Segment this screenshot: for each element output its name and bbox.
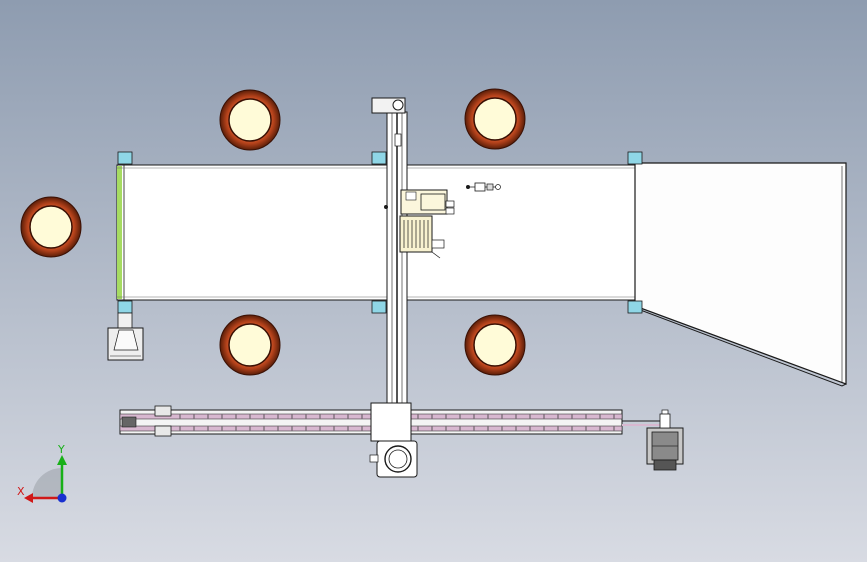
sensor-body — [474, 182, 486, 192]
belt-sensor[interactable] — [466, 182, 501, 192]
cup-top-left[interactable] — [219, 89, 281, 151]
sensor-nut — [486, 183, 494, 191]
rail-end-block — [121, 416, 137, 428]
rail-ticks — [179, 414, 615, 431]
axis-triad: X Y — [17, 443, 67, 503]
sensor-tip-icon — [466, 185, 470, 189]
gripper-cable — [431, 251, 441, 259]
gripper-side-tab — [445, 200, 455, 208]
rail-carriage[interactable] — [369, 402, 418, 478]
cyan-block — [117, 151, 133, 165]
belt-edge-green — [117, 166, 122, 299]
cup-bottom-left[interactable] — [219, 314, 281, 376]
axis-y-arrowhead — [57, 455, 67, 465]
cyan-block — [117, 300, 133, 314]
cup-bottom-right[interactable] — [464, 314, 526, 376]
mount-stem — [117, 312, 133, 330]
conveyor-panel — [116, 164, 636, 301]
axis-y-label: Y — [57, 443, 65, 456]
cup-left[interactable] — [20, 196, 82, 258]
gripper-fins — [403, 220, 429, 248]
gripper-jaw — [405, 191, 417, 201]
mount-bevel — [113, 329, 139, 351]
gripper-side-tab — [431, 239, 445, 249]
gripper-side-tab — [445, 207, 455, 215]
cup-top-right[interactable] — [464, 88, 526, 150]
axis-z-origin — [57, 493, 67, 503]
cyan-block — [371, 151, 387, 165]
axis-x-arrowhead — [24, 493, 33, 503]
cyan-block — [627, 151, 643, 165]
rail-end-clamp — [154, 405, 172, 417]
cyan-block — [371, 300, 387, 314]
axis-x-label: X — [17, 485, 25, 498]
cyan-block — [627, 300, 643, 314]
gripper-block — [420, 193, 446, 211]
carriage-plate — [370, 402, 412, 442]
gripper-pin-icon — [384, 205, 388, 209]
discharge-chute[interactable] — [634, 162, 847, 387]
corner-blocks — [117, 151, 643, 314]
gantry-pulley-icon — [392, 99, 404, 111]
rail-end-clamp — [154, 425, 172, 437]
axis-quadrant — [32, 468, 62, 498]
carriage-connector — [369, 454, 379, 463]
gripper-head[interactable] — [384, 189, 455, 259]
gantry-clip — [394, 133, 402, 147]
conveyor-belt[interactable] — [116, 164, 636, 301]
chute-lip — [634, 307, 847, 387]
motor-back — [653, 459, 677, 471]
drive-motor[interactable] — [646, 413, 684, 471]
motor-coupling — [659, 413, 671, 429]
carriage-motor-inner — [388, 449, 408, 469]
conveyor-motor-mount[interactable] — [107, 312, 144, 361]
sensor-end-icon — [495, 184, 501, 190]
